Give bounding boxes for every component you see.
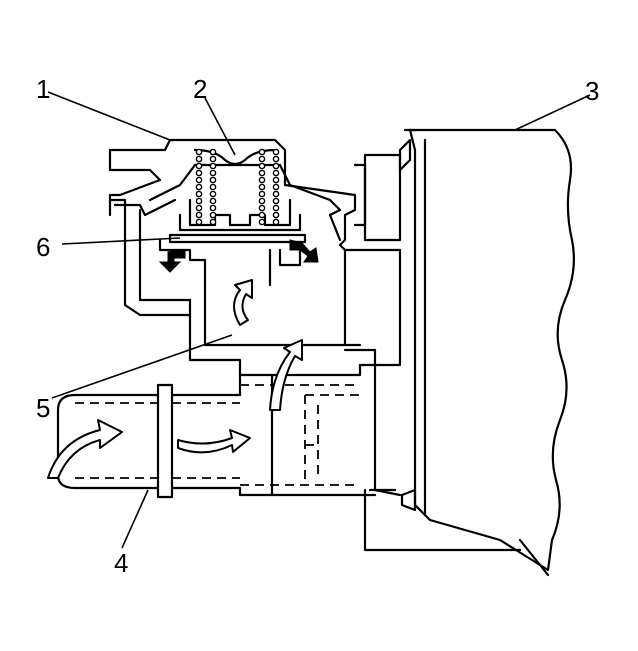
cap-springs [195, 148, 280, 226]
callout-5: 5 [36, 393, 51, 423]
flow-arrows [47, 239, 319, 479]
radiator-hose [56, 373, 377, 499]
leader-lines [47, 91, 591, 549]
leader-4 [121, 489, 149, 549]
callout-6: 6 [36, 232, 51, 262]
pressure-cap [113, 148, 342, 287]
callout-2: 2 [193, 74, 208, 104]
radiator-tank [353, 128, 575, 577]
leader-1 [47, 91, 171, 141]
callout-3: 3 [585, 76, 600, 106]
leader-5 [51, 334, 233, 399]
leader-3 [514, 94, 591, 131]
leader-2 [204, 97, 236, 156]
callout-1: 1 [36, 74, 51, 104]
callout-4: 4 [114, 548, 129, 578]
leader-6 [61, 237, 181, 245]
